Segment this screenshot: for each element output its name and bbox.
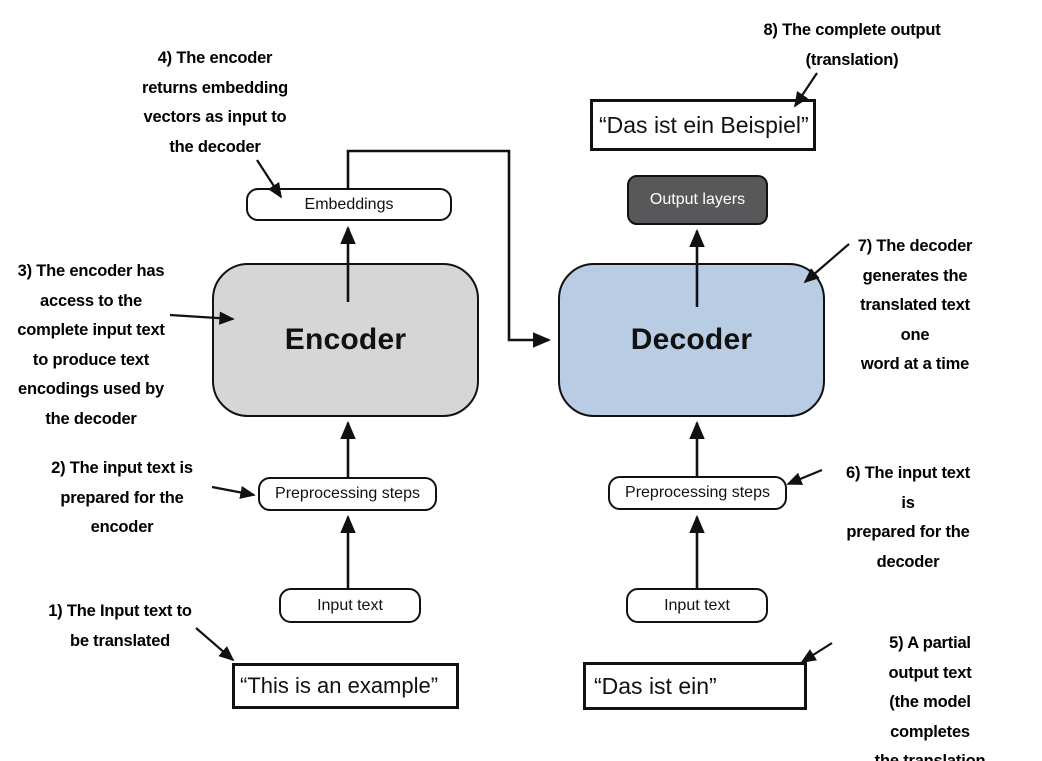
output-layers-box: Output layers [627, 175, 768, 225]
annotation-arrow-2 [211, 485, 256, 499]
input-text-box-encoder: Input text [279, 588, 421, 623]
annotation-5: 5) A partial output text (the model comp… [874, 634, 986, 761]
annotation-8: 8) The complete output (translation) [763, 21, 941, 69]
annotation-7: 7) The decoder generates the translated … [857, 237, 973, 373]
annotation-arrow-1 [195, 627, 235, 662]
annotation-arrow-5 [800, 642, 833, 663]
annotation-4: 4) The encoder returns embedding vectors… [141, 49, 289, 156]
source-text-box: “This is an example” [232, 663, 459, 709]
decoder-box: Decoder [558, 263, 825, 417]
annotation-arrow-6 [786, 468, 823, 486]
embeddings-box: Embeddings [246, 188, 452, 221]
annotation-2: 2) The input text is prepared for the en… [51, 459, 193, 536]
preprocessing-steps-box-decoder: Preprocessing steps [608, 476, 787, 510]
encoder-box: Encoder [212, 263, 479, 417]
preprocessing-steps-box-encoder: Preprocessing steps [258, 477, 437, 511]
complete-output-text-box: “Das ist ein Beispiel” [590, 99, 816, 151]
partial-output-text-box: “Das ist ein” [583, 662, 807, 710]
annotation-1: 1) The Input text to be translated [48, 602, 192, 650]
annotation-3: 3) The encoder has access to the complet… [17, 262, 165, 428]
annotation-6: 6) The input text is prepared for the de… [845, 464, 971, 571]
input-text-box-decoder: Input text [626, 588, 768, 623]
